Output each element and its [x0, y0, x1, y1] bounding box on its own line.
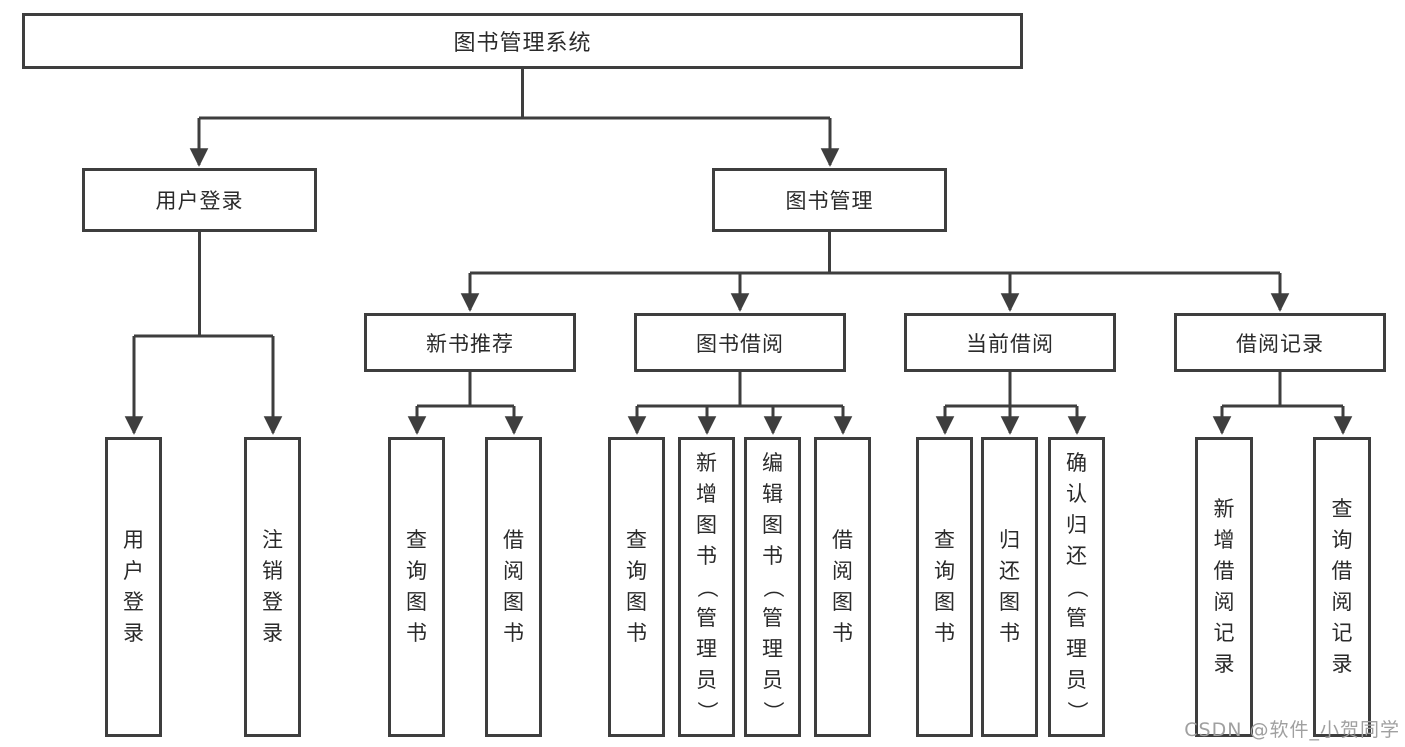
node-label: 当前借阅: [966, 331, 1054, 356]
node-book-management: 图书管理: [712, 168, 947, 232]
node-borrow-records: 借阅记录: [1174, 313, 1386, 372]
node-label: 新增借阅记录: [1213, 497, 1235, 676]
node-label: 图书借阅: [696, 331, 784, 356]
node-label: 借阅图书: [503, 528, 524, 645]
node-label: 查询借阅记录: [1331, 497, 1353, 676]
node-label: 编辑图书（管理员）: [761, 450, 785, 722]
node-label: 图书管理: [785, 189, 874, 213]
watermark: CSDN @软件_小贺同学: [1184, 719, 1400, 741]
connector-new-book-branch: [407, 372, 524, 435]
connector-borrow-records-branch: [1212, 372, 1353, 435]
node-label: 新书推荐: [426, 331, 514, 356]
leaf-records-query-record: 查询借阅记录: [1313, 437, 1371, 737]
node-label: 借阅记录: [1236, 331, 1324, 356]
node-library-system: 图书管理系统: [22, 13, 1023, 69]
leaf-records-add-record: 新增借阅记录: [1195, 437, 1253, 737]
node-user-login: 用户登录: [82, 168, 317, 232]
node-label: 查询图书: [406, 528, 427, 645]
node-label: 新增图书（管理员）: [695, 450, 719, 722]
node-label: 查询图书: [626, 528, 647, 645]
connector-book-borrow-branch: [627, 372, 853, 435]
leaf-user-login: 用户登录: [105, 437, 162, 737]
node-label: 确认归还（管理员）: [1065, 450, 1089, 722]
node-label: 归还图书: [999, 528, 1020, 645]
node-label: 查询图书: [934, 528, 955, 645]
leaf-recommend-borrow-book: 借阅图书: [485, 437, 542, 737]
node-current-borrow: 当前借阅: [904, 313, 1116, 372]
node-book-borrow: 图书借阅: [634, 313, 846, 372]
node-label: 借阅图书: [832, 528, 853, 645]
connector-book-management-branch: [460, 232, 1290, 312]
leaf-borrow-edit-book-admin: 编辑图书（管理员）: [744, 437, 801, 737]
connector-root-branch: [189, 69, 840, 167]
leaf-borrow-query-book: 查询图书: [608, 437, 665, 737]
leaf-current-query-book: 查询图书: [916, 437, 973, 737]
leaf-current-confirm-return-admin: 确认归还（管理员）: [1048, 437, 1105, 737]
node-label: 用户登录: [155, 189, 244, 213]
node-label: 注销登录: [262, 528, 283, 645]
connector-user-login-branch: [124, 232, 283, 435]
node-label: 图书管理系统: [453, 31, 592, 56]
node-label: 用户登录: [123, 528, 144, 645]
leaf-recommend-query-book: 查询图书: [388, 437, 445, 737]
leaf-borrow-add-book-admin: 新增图书（管理员）: [678, 437, 735, 737]
leaf-current-return-book: 归还图书: [981, 437, 1038, 737]
leaf-borrow-borrow-book: 借阅图书: [814, 437, 871, 737]
node-new-book-recommend: 新书推荐: [364, 313, 576, 372]
connector-current-borrow-branch: [935, 372, 1087, 435]
leaf-logout-login: 注销登录: [244, 437, 301, 737]
